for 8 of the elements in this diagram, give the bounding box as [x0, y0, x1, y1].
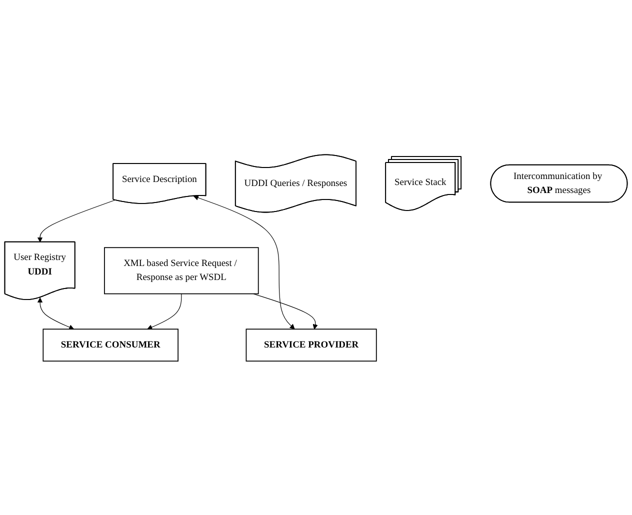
- arrow: [193, 194, 295, 329]
- arrow: [37, 297, 74, 330]
- node-box: SERVICE PROVIDER: [246, 328, 377, 362]
- node-box: XML based Service Request / Response as per WSDL: [104, 246, 259, 294]
- arrow: [252, 293, 318, 329]
- arrow: [147, 293, 182, 330]
- node-box: SERVICE CONSUMER: [42, 328, 178, 362]
- arrow: [37, 199, 116, 242]
